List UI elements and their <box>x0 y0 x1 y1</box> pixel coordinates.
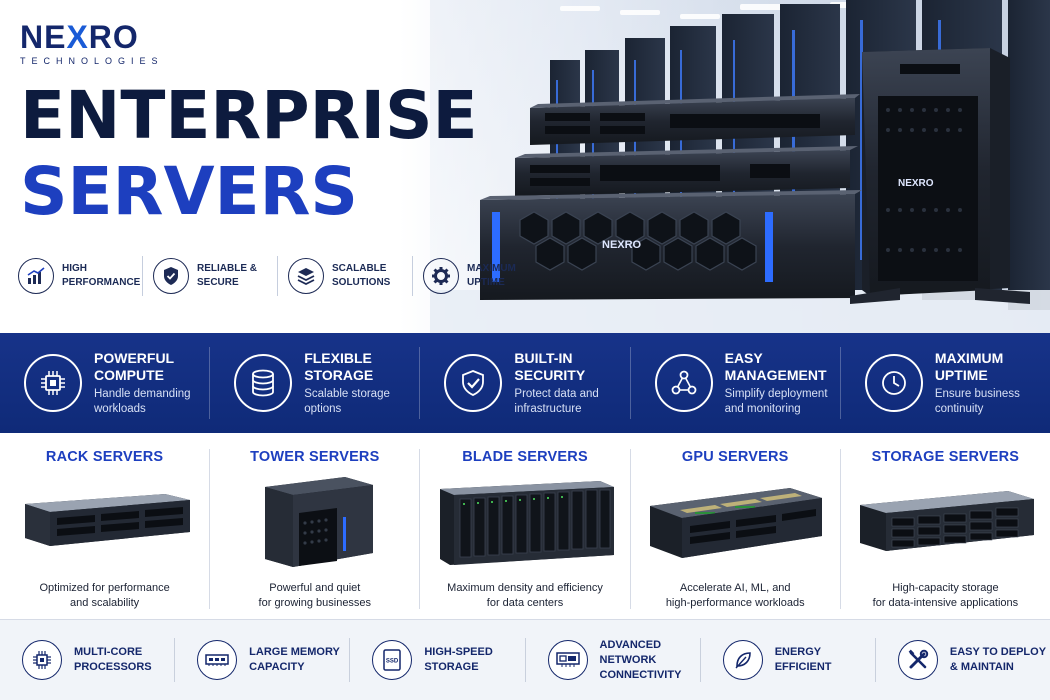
rack-server-stack-image: NEXRO <box>480 94 862 300</box>
tower-server-image <box>210 471 419 571</box>
hero-title-line2: SERVERS <box>20 153 358 230</box>
blade-server-image <box>420 471 629 571</box>
leaf-icon <box>722 640 763 680</box>
benefit-title: POWERFUL COMPUTE <box>94 349 175 383</box>
benefit-title: MAXIMUM UPTIME <box>934 349 1004 383</box>
benefit-security: BUILT-IN SECURITY Protect data and infra… <box>420 347 631 419</box>
product-categories: RACK SERVERS Optimized for performance a… <box>0 433 1050 619</box>
clock-icon <box>864 354 923 412</box>
shield-icon <box>153 258 189 294</box>
database-icon <box>234 354 293 412</box>
benefit-subtitle: Protect data and infrastructure <box>514 387 599 415</box>
hero-feature-secure: RELIABLE & SECURE <box>153 256 278 296</box>
feature-multicore: MULTI-CORE PROCESSORS <box>0 638 176 682</box>
memory-icon <box>197 640 238 680</box>
hero-title-line1: ENTERPRISE <box>20 77 478 154</box>
network-icon <box>654 354 713 412</box>
benefit-title: FLEXIBLE STORAGE <box>304 349 374 383</box>
hero-section: NEXRO NEXRO NEXRO TECHNOLOGIES ENTERPRIS… <box>0 0 1050 333</box>
feature-label: MULTI-CORE PROCESSORS <box>74 646 152 673</box>
product-tower-servers[interactable]: TOWER SERVERS Powerful and quiet for gro… <box>210 449 421 609</box>
benefit-subtitle: Simplify deployment and monitoring <box>724 387 828 415</box>
product-description: High-capacity storage for data-intensive… <box>872 582 1019 609</box>
feature-network: ADVANCED NETWORK CONNECTIVITY <box>526 638 701 682</box>
feature-energy: ENERGY EFFICIENT <box>701 638 876 682</box>
gear-icon <box>423 258 459 294</box>
logo-part-x: X <box>66 19 89 55</box>
product-title: BLADE SERVERS <box>462 449 588 465</box>
chart-icon <box>18 258 54 294</box>
hero-feature-label: RELIABLE & SECURE <box>197 263 257 288</box>
feature-storage: SSD HIGH-SPEED STORAGE <box>350 638 526 682</box>
datacenter-background-image: NEXRO NEXRO <box>430 0 1050 333</box>
logo-part-ne: NE <box>20 19 67 55</box>
hero-feature-list: HIGH PERFORMANCE RELIABLE & SECURE SCALA… <box>18 256 557 296</box>
product-gpu-servers[interactable]: GPU SERVERS Accelerate AI, ML, and high-… <box>631 449 841 609</box>
benefit-subtitle: Handle demanding workloads <box>94 387 191 415</box>
product-description: Optimized for performance and scalabilit… <box>39 582 170 609</box>
feature-label: ADVANCED NETWORK CONNECTIVITY <box>599 638 682 681</box>
product-storage-servers[interactable]: STORAGE SERVERS High-capacity storage fo… <box>841 449 1050 609</box>
benefit-storage: FLEXIBLE STORAGE Scalable storage option… <box>210 347 421 419</box>
network-card-icon <box>547 640 588 680</box>
feature-memory: LARGE MEMORY CAPACITY <box>175 638 351 682</box>
product-description: Powerful and quiet for growing businesse… <box>258 582 372 609</box>
company-logo: NEXRO TECHNOLOGIES <box>20 20 164 66</box>
processor-icon <box>22 640 62 680</box>
hero-feature-label: SCALABLE SOLUTIONS <box>332 263 391 288</box>
shield-check-icon <box>444 354 503 412</box>
benefit-compute: POWERFUL COMPUTE Handle demanding worklo… <box>0 347 211 419</box>
product-description: Maximum density and efficiency for data … <box>447 582 603 609</box>
gpu-server-image <box>631 471 840 571</box>
ssd-icon: SSD <box>372 640 413 680</box>
benefit-title: EASY MANAGEMENT <box>724 349 827 383</box>
hero-feature-label: MAXIMUM UPTIME <box>467 263 516 288</box>
product-title: RACK SERVERS <box>45 449 164 465</box>
logo-tagline: TECHNOLOGIES <box>20 56 164 66</box>
product-rack-servers[interactable]: RACK SERVERS Optimized for performance a… <box>0 449 211 609</box>
hero-feature-uptime: MAXIMUM UPTIME <box>423 256 547 296</box>
hero-feature-scalable: SCALABLE SOLUTIONS <box>288 256 413 296</box>
product-title: TOWER SERVERS <box>250 449 380 465</box>
benefits-band: POWERFUL COMPUTE Handle demanding worklo… <box>0 333 1050 433</box>
tower-server-image: NEXRO <box>850 48 1030 304</box>
feature-label: HIGH-SPEED STORAGE <box>424 646 493 673</box>
feature-strip: MULTI-CORE PROCESSORS LARGE MEMORY CAPAC… <box>0 619 1050 700</box>
benefit-subtitle: Scalable storage options <box>304 387 390 415</box>
hero-feature-label: HIGH PERFORMANCE <box>62 263 141 288</box>
logo-wordmark: NEXRO <box>20 20 164 54</box>
ssd-badge-text: SSD <box>386 659 399 665</box>
server-badge-text: NEXRO <box>602 239 642 251</box>
tools-icon <box>897 640 938 680</box>
logo-part-ro: RO <box>88 19 139 55</box>
tower-badge-text: NEXRO <box>898 178 934 189</box>
benefit-management: EASY MANAGEMENT Simplify deployment and … <box>631 347 841 419</box>
product-blade-servers[interactable]: BLADE SERVERS Maximum density and effici… <box>420 449 631 609</box>
feature-deploy: EASY TO DEPLOY & MAINTAIN <box>876 638 1050 682</box>
benefit-subtitle: Ensure business continuity <box>934 387 1020 415</box>
storage-server-image <box>841 471 1050 571</box>
feature-label: LARGE MEMORY CAPACITY <box>249 646 340 673</box>
benefit-uptime: MAXIMUM UPTIME Ensure business continuit… <box>841 347 1050 419</box>
hero-feature-performance: HIGH PERFORMANCE <box>18 256 143 296</box>
feature-label: ENERGY EFFICIENT <box>774 646 832 673</box>
feature-label: EASY TO DEPLOY & MAINTAIN <box>949 646 1047 673</box>
cpu-icon <box>24 354 82 412</box>
layers-icon <box>288 258 324 294</box>
product-title: STORAGE SERVERS <box>871 449 1020 465</box>
benefit-title: BUILT-IN SECURITY <box>514 349 586 383</box>
product-description: Accelerate AI, ML, and high-performance … <box>665 582 805 609</box>
rack-server-image <box>0 471 209 571</box>
product-title: GPU SERVERS <box>681 449 789 465</box>
